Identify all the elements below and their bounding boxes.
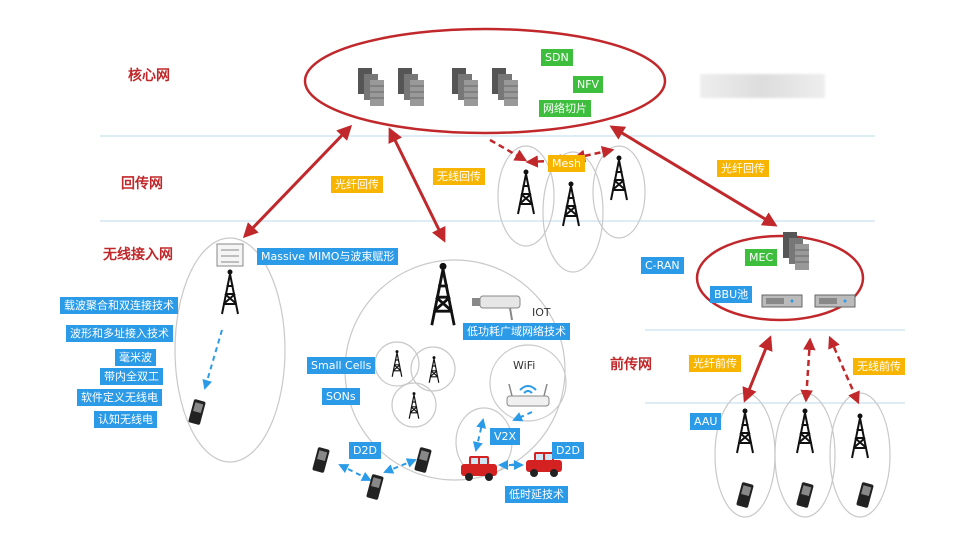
layer-access: 无线接入网 — [103, 247, 173, 263]
layer-divider-lines — [100, 135, 905, 404]
layer-core: 核心网 — [128, 68, 170, 84]
bbu-icon — [761, 294, 856, 308]
core-function-sdn: SDN — [541, 49, 573, 66]
building-icon — [216, 243, 244, 267]
tech-mmwave: 毫米波 — [115, 349, 156, 366]
tech-sdr: 软件定义无线电 — [77, 389, 162, 406]
label-v2x: V2X — [490, 428, 521, 445]
label-fiber-backhaul-right: 光纤回传 — [717, 160, 769, 177]
label-mesh: Mesh — [548, 155, 585, 172]
tech-full-duplex: 带内全双工 — [100, 368, 163, 385]
label-small-cells: Small Cells — [307, 357, 376, 374]
blurred-watermark — [700, 74, 825, 98]
core-servers — [357, 67, 519, 107]
label-wifi: WiFi — [513, 359, 536, 372]
label-fiber-fronthaul: 光纤前传 — [689, 355, 741, 372]
label-lpwan: 低功耗广域网络技术 — [463, 323, 570, 340]
tech-waveform-multiple-access: 波形和多址接入技术 — [66, 325, 173, 342]
layer-fronthaul: 前传网 — [610, 357, 652, 373]
router-icon — [506, 383, 550, 407]
label-d2d-left: D2D — [349, 442, 381, 459]
label-massive-mimo: Massive MIMO与波束赋形 — [257, 248, 399, 265]
cran-ellipse — [695, 234, 865, 322]
core-function-slicing: 网络切片 — [539, 100, 591, 117]
camera-icon — [472, 295, 521, 321]
backhaul-arrows — [242, 124, 778, 403]
layer-backhaul: 回传网 — [121, 176, 163, 192]
label-bbu-pool: BBU池 — [710, 286, 753, 303]
label-wireless-backhaul: 无线回传 — [433, 168, 485, 185]
tech-cognitive-radio: 认知无线电 — [94, 411, 157, 428]
tech-carrier-aggregation: 载波聚合和双连接技术 — [60, 297, 178, 314]
local-links — [202, 329, 533, 481]
label-d2d-right: D2D — [552, 442, 584, 459]
label-iot: IOT — [532, 306, 551, 319]
core-network-ellipse — [303, 27, 667, 135]
label-fiber-backhaul-left: 光纤回传 — [331, 176, 383, 193]
label-sons: SONs — [322, 388, 360, 405]
label-cran: C-RAN — [641, 257, 684, 274]
core-function-nfv: NFV — [573, 76, 604, 93]
label-wireless-fronthaul: 无线前传 — [853, 358, 905, 375]
label-aau: AAU — [690, 413, 722, 430]
label-mec: MEC — [745, 249, 778, 266]
car-icon — [461, 452, 562, 481]
label-low-latency: 低时延技术 — [505, 486, 568, 503]
